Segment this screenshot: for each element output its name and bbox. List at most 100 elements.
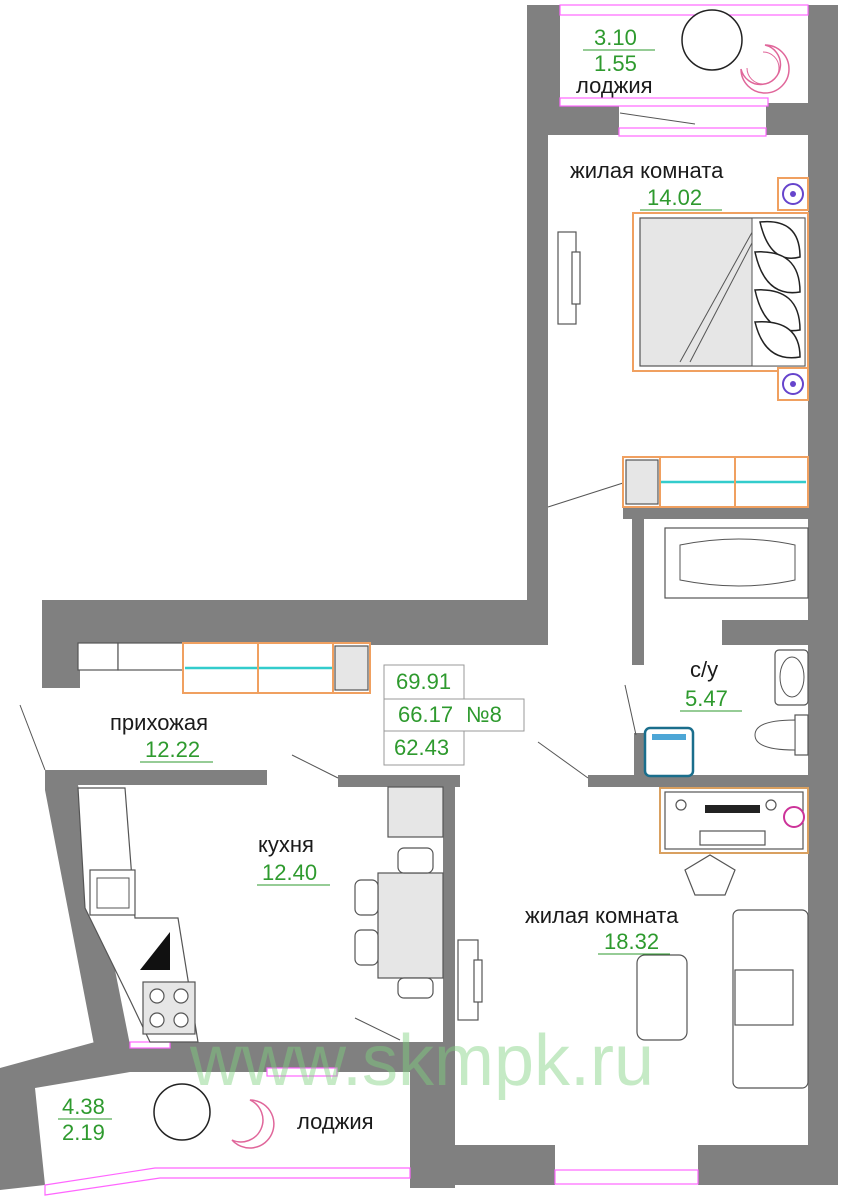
- wall-segment: [45, 770, 267, 785]
- living-area: 66.17: [398, 702, 453, 727]
- window: [559, 97, 769, 107]
- bed-fold-line: [679, 217, 761, 363]
- keyboard-icon: [699, 830, 766, 846]
- wall-segment: [42, 600, 548, 645]
- kitchen-name: кухня: [258, 832, 314, 857]
- hallway-name: прихожая: [110, 710, 208, 735]
- sink-basin: [779, 656, 805, 698]
- door-line: [19, 704, 46, 771]
- bedroom-furniture: [557, 177, 809, 508]
- door-line: [537, 741, 589, 779]
- window: [129, 1041, 171, 1049]
- wall-segment: [588, 775, 808, 787]
- door-line: [291, 754, 339, 779]
- bedroom-name: жилая комната: [570, 158, 724, 183]
- dining-table: [377, 872, 444, 979]
- chair-icon: [231, 1099, 275, 1149]
- wall-segment: [42, 600, 80, 688]
- washing-machine-panel: [652, 734, 686, 740]
- loggia-top-area: 3.10: [594, 25, 637, 50]
- door-line: [354, 1017, 401, 1041]
- kitchen-furniture: [77, 786, 444, 1043]
- hallway-area: 12.22: [145, 737, 200, 762]
- round-table: [153, 1083, 211, 1141]
- loggia-bottom-area: 4.38: [62, 1094, 105, 1119]
- wardrobe-section: [625, 459, 659, 505]
- bathroom-area: 5.47: [685, 686, 728, 711]
- area-cell: [383, 664, 465, 700]
- windows: [44, 4, 809, 1196]
- pillow: [754, 289, 801, 332]
- kitchen-area: 12.40: [262, 860, 317, 885]
- toilet-bowl: [754, 719, 796, 751]
- chair: [354, 879, 379, 916]
- round-table: [681, 9, 743, 71]
- kitchen-counter: [77, 787, 199, 1043]
- chair: [397, 847, 434, 874]
- loggia-top-furniture: [681, 9, 790, 94]
- watermark: www.skmpk.ru: [189, 1021, 654, 1101]
- wall-segment: [766, 103, 838, 135]
- pillow: [754, 251, 801, 294]
- wall-segment: [338, 775, 460, 787]
- wall-segment: [527, 103, 619, 135]
- loggia-top-name: лоджия: [576, 73, 653, 98]
- stove-icon: [142, 981, 196, 1035]
- hallway-furniture: [77, 642, 371, 694]
- bathroom-name: с/у: [690, 657, 718, 682]
- door-line: [547, 482, 624, 508]
- loggia-bottom-area-reduced: 2.19: [62, 1120, 105, 1145]
- apartment-number: №8: [466, 702, 502, 727]
- total-area: 69.91: [396, 669, 451, 694]
- living-room-area: 18.32: [604, 929, 659, 954]
- window: [618, 127, 767, 137]
- door-line: [619, 112, 696, 125]
- walls: [0, 5, 838, 1190]
- burner: [173, 988, 189, 1004]
- wall-segment: [0, 1042, 130, 1190]
- area-no-balcony: 62.43: [394, 735, 449, 760]
- chair-seat: [746, 51, 780, 85]
- wall-segment: [623, 507, 808, 519]
- fridge: [387, 786, 444, 838]
- speaker-icon: [765, 799, 777, 811]
- shoe-cabinet: [77, 642, 119, 671]
- chair-icon: [740, 44, 790, 94]
- tv: [473, 959, 483, 1003]
- wall-segment: [527, 135, 548, 605]
- room-labels: 3.10 1.55 лоджия жилая комната 14.02 при…: [58, 25, 742, 1145]
- lamp-icon: [783, 806, 805, 828]
- door-line: [624, 684, 637, 736]
- bathroom-furniture: [643, 527, 809, 778]
- bedroom-area: 14.02: [647, 185, 702, 210]
- speaker-icon: [675, 799, 687, 811]
- wall-segment: [443, 1145, 555, 1185]
- loggia-bottom-furniture: [153, 1083, 275, 1149]
- loggia-top-area-reduced: 1.55: [594, 51, 637, 76]
- hood-icon: [140, 932, 170, 970]
- monitor-icon: [705, 805, 760, 813]
- wall-segment: [722, 620, 808, 645]
- window: [554, 1169, 699, 1185]
- sink-basin: [96, 877, 130, 909]
- area-cell: [383, 730, 465, 766]
- living-room-name: жилая комната: [525, 903, 679, 928]
- window: [559, 4, 809, 16]
- area-cell: [383, 698, 525, 732]
- coffee-table: [636, 954, 688, 1041]
- toilet-tank: [794, 714, 809, 756]
- tv: [571, 251, 581, 305]
- wall-segment: [808, 135, 838, 1185]
- lamp-center: [790, 191, 796, 197]
- door-swings: [19, 112, 696, 1041]
- lamp-center: [790, 381, 796, 387]
- burner: [173, 1012, 189, 1028]
- burner: [149, 988, 165, 1004]
- loggia-bottom-name: лоджия: [297, 1109, 374, 1134]
- wall-segment: [632, 507, 644, 665]
- pillow: [754, 321, 801, 359]
- pillow: [759, 220, 801, 259]
- chair: [397, 977, 434, 999]
- window: [44, 1167, 411, 1196]
